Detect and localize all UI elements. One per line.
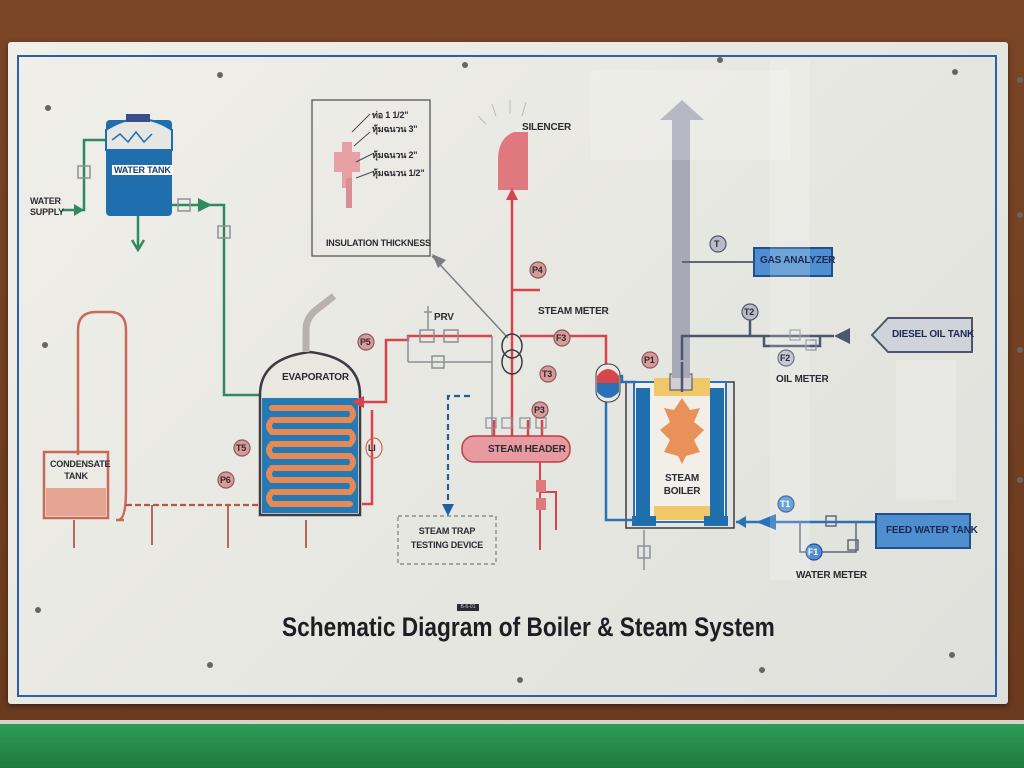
- level-indicator: [365, 437, 383, 459]
- steam-boiler: [625, 373, 735, 529]
- steam-trap-label-line2: TESTING DEVICE: [410, 540, 484, 550]
- instrument-t3: T3: [542, 369, 553, 379]
- steam-header-label: STEAM HEADER: [488, 444, 566, 455]
- oil-meter-label: OIL METER: [776, 374, 829, 385]
- diesel-oil-tank-tag: [870, 317, 973, 353]
- insulation-pointer: [431, 255, 509, 339]
- water-supply-arrow: [74, 204, 84, 216]
- steam-trap-line: [446, 394, 470, 510]
- water-supply-label: WATER SUPPLY: [30, 196, 64, 218]
- steam-meter: [501, 333, 523, 375]
- condensate-tank-label-line2: TANK: [64, 471, 88, 481]
- floor-stripe: [0, 720, 1024, 724]
- water-flow-arrow: [198, 198, 212, 212]
- instrument-t5: T5: [236, 443, 247, 453]
- feed-water-tank-label: FEED WATER TANK: [886, 525, 978, 536]
- insulation-row4: หุ้มฉนวน 1/2": [372, 168, 425, 178]
- condensate-tank: [42, 450, 110, 520]
- fuel-lines: [680, 320, 834, 392]
- steam-drum: [595, 363, 621, 403]
- prv-label: PRV: [434, 312, 454, 323]
- level-indicator-label: LI: [368, 443, 376, 453]
- poster-screws: [35, 57, 1023, 683]
- evaporator-lines: [360, 334, 492, 506]
- water-supply-label-line2: SUPPLY: [30, 207, 64, 217]
- instrument-bubbles-blue: [777, 495, 823, 561]
- insulation-box: [311, 99, 431, 257]
- instrument-bubbles: [217, 261, 659, 489]
- instrument-p3: P3: [534, 405, 545, 415]
- steam-trap-box: [397, 515, 497, 565]
- fuel-valves: [789, 329, 817, 351]
- water-valves: [77, 165, 231, 239]
- diesel-oil-tank-label: DIESEL OIL TANK: [892, 329, 975, 340]
- insulation-row2: หุ้มฉนวน 3": [372, 124, 418, 134]
- water-tank-label: WATER TANK: [112, 165, 173, 175]
- instrument-f2: F2: [780, 353, 791, 363]
- water-meter-label: WATER METER: [796, 570, 867, 581]
- chimney-stack: [660, 100, 704, 378]
- steam-lines: [492, 200, 608, 436]
- gas-analyzer-label: GAS ANALYZER: [760, 255, 836, 266]
- poster-border: [17, 55, 997, 697]
- steam-trap-label-line1: STEAM TRAP: [418, 526, 476, 536]
- evaporator-label: EVAPORATOR: [282, 372, 349, 383]
- instrument-t1: T1: [780, 499, 791, 509]
- steam-boiler-label-line1: STEAM: [664, 473, 699, 484]
- silencer: [477, 100, 528, 190]
- steam-boiler-label-line2: BOILER: [663, 486, 701, 497]
- schematic-diagram: [17, 55, 1023, 697]
- steam-header-valves: [485, 417, 547, 429]
- insulation-thickness-label: INSULATION THICKNESS: [326, 238, 431, 248]
- instrument-p1: P1: [644, 355, 655, 365]
- evaporator: [258, 293, 362, 517]
- diagram-title: Schematic Diagram of Boiler & Steam Syst…: [282, 612, 775, 642]
- evaporator-inlet-arrow: [352, 396, 364, 408]
- insulation-row3: หุ้มฉนวน 2": [372, 150, 418, 160]
- instrument-t2: T2: [744, 307, 755, 317]
- feed-water-pump-icon: [756, 514, 776, 530]
- condensate-drains: [73, 505, 307, 548]
- insulation-row1: ท่อ 1 1/2": [372, 110, 409, 120]
- feed-water-tank-tag: [875, 513, 971, 549]
- drain-arrow-icon: [130, 239, 146, 253]
- steam-trap-arrow: [442, 504, 454, 516]
- condensate-lines: [76, 310, 128, 522]
- instrument-f3: F3: [556, 333, 567, 343]
- steam-trap-label: STEAM TRAP TESTING DEVICE: [404, 524, 490, 552]
- green-floor: [0, 720, 1024, 768]
- instrument-p4: P4: [532, 265, 543, 275]
- gas-analyzer-box: [753, 247, 833, 277]
- instrument-p6: P6: [220, 475, 231, 485]
- condensate-tank-label: CONDENSATE TANK: [50, 458, 111, 482]
- boiler-drains: [637, 530, 651, 570]
- silencer-label: SILENCER: [522, 122, 571, 133]
- plate-tag: B-6-01: [457, 604, 479, 611]
- instrument-p5: P5: [360, 337, 371, 347]
- feed-water-arrow: [736, 516, 746, 528]
- steam-up-arrow: [506, 188, 518, 200]
- condensate-tank-label-line1: CONDENSATE: [50, 459, 111, 469]
- steam-header-trap: [536, 480, 546, 510]
- water-supply-label-line1: WATER: [30, 196, 61, 206]
- steam-boiler-label: STEAM BOILER: [662, 472, 702, 498]
- steam-meter-label: STEAM METER: [538, 306, 609, 317]
- insulation-pointer-arrow: [432, 254, 446, 268]
- instrument-t: T: [714, 239, 720, 249]
- instrument-f1: F1: [808, 547, 819, 557]
- prv-assembly: [407, 306, 493, 436]
- steam-header: [461, 435, 571, 463]
- water-meter-bypass: [799, 515, 859, 553]
- fuel-pump-icon: [834, 328, 850, 344]
- instrument-bubbles-grey: [709, 235, 795, 367]
